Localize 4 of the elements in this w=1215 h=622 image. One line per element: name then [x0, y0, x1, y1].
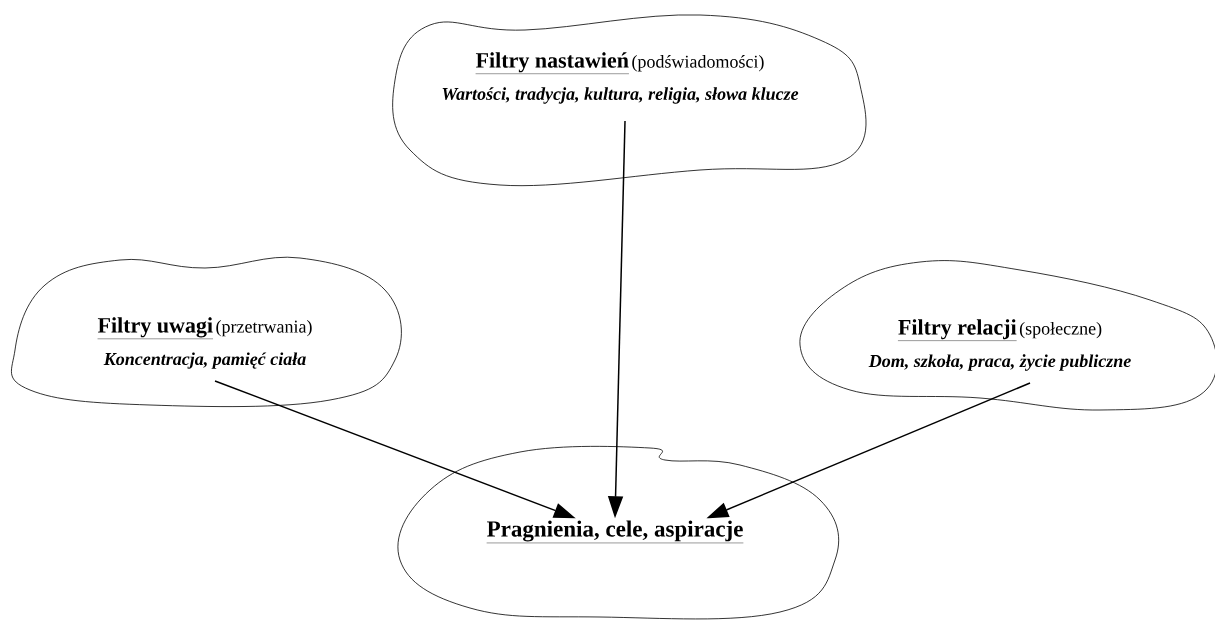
- cloud-bubble: Filtry nastawień (podświadomości) Wartości, tradycja, kultura, religia, słowa klucze: [392, 14, 867, 186]
- cloud-bubble: Filtry relacji (społeczne) Dom, szkoła, praca, życie publiczne: [799, 260, 1215, 411]
- cloud-bubble: Filtry uwagi (przetrwania) Koncentracja, pamięć ciała: [11, 256, 402, 407]
- cloud-bubble: Pragnienia, cele, aspiracje: [397, 445, 840, 620]
